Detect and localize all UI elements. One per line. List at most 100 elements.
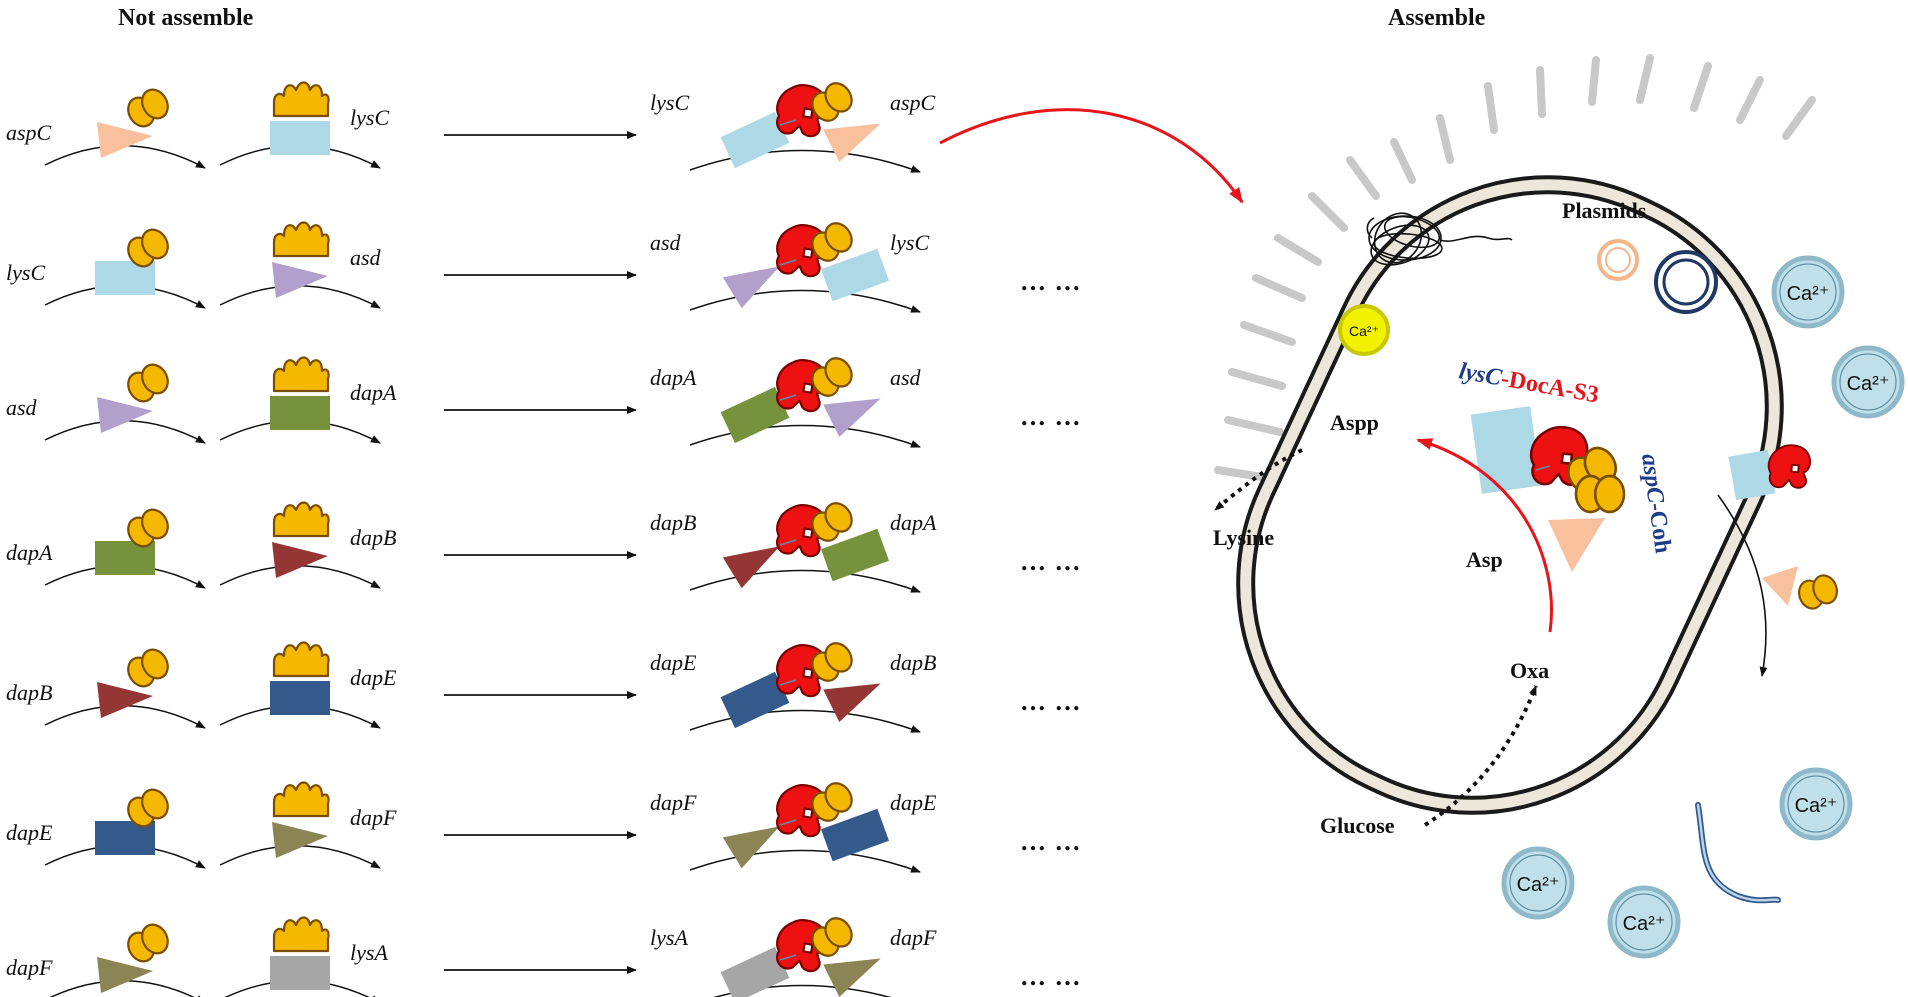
surface-spike [1690,62,1712,112]
cohesin-icon [127,788,169,828]
assembled-right-label: dapE [890,790,937,815]
calcium-ion-icon: Ca²⁺ [1501,846,1575,920]
linker [779,539,797,546]
unassembled-enzyme-icon [272,262,328,298]
assembled-enzyme-icon [823,958,881,997]
reaction-arrow [689,569,921,593]
aspp-label: Aspp [1330,410,1379,435]
assemble-heading: Assemble [1388,5,1486,31]
transfer-arrow [939,108,1244,204]
reaction-arrow [49,980,206,997]
cohesin-icon [127,923,169,963]
surface-spike [1346,156,1380,200]
cohesin-icon [127,508,169,548]
assembled-enzyme-icon [720,386,790,444]
cohesin-icon [811,357,853,397]
reaction-arrow [689,849,921,873]
chromosome-icon [1366,212,1513,266]
calcium-ion-icon: Ca²⁺ [1779,767,1853,841]
assembled-left-label: lysC [650,90,689,115]
plasmid-icon [1654,250,1718,314]
unassembled-enzyme-icon [270,956,330,990]
surface-spike [1224,416,1284,436]
unassembled-enzyme-icon [272,822,328,858]
assembled-enzyme-icon [722,266,780,309]
assembled-right-label: asd [890,365,922,390]
lysine-label: Lysine [1213,525,1274,550]
dockerin-module-icon [272,916,330,953]
asp-label: Asp [1466,547,1503,572]
reaction-arrow [689,149,921,173]
surface-spike [1736,76,1764,124]
surface-spike [1636,54,1654,104]
plasmid-icon [1597,239,1639,281]
gene2-label: dapF [350,805,397,830]
cohesin-icon [811,917,853,957]
assembled-enzyme-icon [722,546,780,589]
cohesin-icon [1574,474,1626,514]
oxa-label: Oxa [1510,658,1549,683]
gene1-label: dapB [6,680,52,705]
calcium-ion-icon: Ca²⁺ [1771,255,1845,329]
surface-spike [1782,96,1816,140]
unassembled-enzyme-icon [270,396,330,430]
assembled-enzyme-icon [820,528,890,582]
reaction-arrow [44,420,206,444]
gene2-label: dapE [350,665,397,690]
gene2-label: dapB [350,525,396,550]
gene2-label: asd [350,245,382,270]
bacterial-cell: Plasmids Ca²⁺ lysC-DocA-S3 aspC-Coh Aspp… [1213,54,1905,959]
gene1-label: dapA [6,540,53,565]
plasmids-label: Plasmids [1562,198,1647,223]
gene1-label: dapF [6,955,53,980]
assembled-enzyme-icon [820,248,890,302]
intracellular-calcium-icon [1338,304,1390,356]
calcium-ion-label: Ca²⁺ [1847,373,1890,395]
calcium-ion-label: Ca²⁺ [1517,874,1560,896]
assembled-left-label: asd [650,230,682,255]
cohesin-icon [127,648,169,688]
assembled-enzyme-icon [820,808,890,862]
lysine-export-arrow [1213,448,1303,512]
assembled-right-label: dapB [890,650,936,675]
surface-spike [1536,66,1546,118]
gene1-label: dapE [6,820,53,845]
aspC-enzyme-icon [1548,518,1605,572]
glucose-uptake-arrow [1423,685,1538,827]
cohesin-icon [811,642,853,682]
unassembled-enzyme-icon [270,681,330,715]
surface-spike [1390,138,1416,184]
dockerin-module-icon [272,356,330,393]
side-curve-arrow [1717,494,1768,677]
gene1-label: aspC [6,120,52,145]
linker [779,119,797,126]
cohesin-icon [127,228,169,268]
reaction-arrow [219,565,381,589]
calcium-ion-icon: Ca²⁺ [1831,345,1905,419]
lysC-enzyme-icon [1728,449,1776,501]
cohesin-icon [127,88,169,128]
flagellum [1695,802,1781,904]
assembled-enzyme-icon [823,123,881,163]
surface-spike [1588,56,1600,106]
reaction-arrow [689,289,921,313]
continuation-dots: … … [1020,962,1082,991]
surface-spike [1214,466,1272,482]
cell-surface-spikes [1214,54,1816,482]
cohesin-icon [811,222,853,262]
linker [779,679,797,686]
not-assemble-heading: Not assemble [118,5,254,31]
linker [779,259,797,266]
reaction-arrow [219,845,381,869]
continuation-dots: … … [1020,687,1082,716]
gene2-label: dapA [350,380,397,405]
continuation-dots: … … [1020,402,1082,431]
assembled-enzyme-icon [722,826,780,869]
dockerin-module-icon [272,501,330,538]
gene2-label: lysC [350,105,389,130]
unassembled-enzyme-icon [97,957,153,993]
